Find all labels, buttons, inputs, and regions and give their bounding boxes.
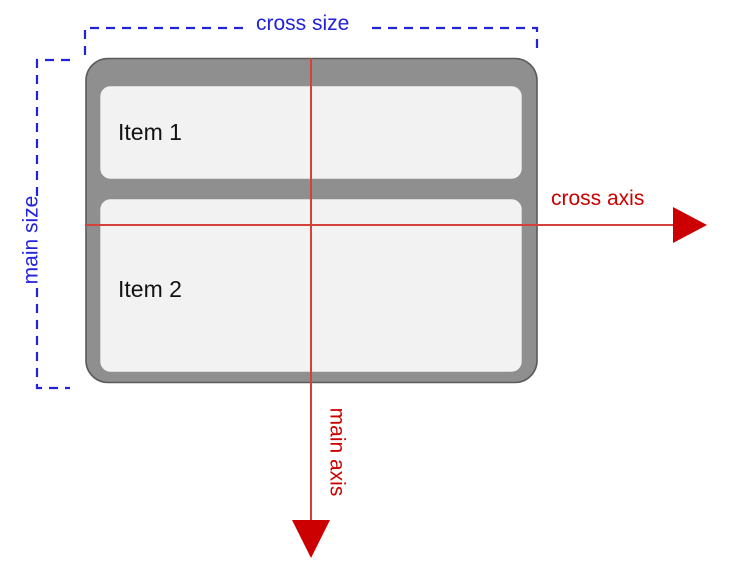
cross-size-bracket	[83, 26, 539, 55]
main-axis-label: main axis	[325, 407, 349, 497]
cross-size-label: cross size	[256, 12, 350, 35]
main-size-bracket	[35, 58, 70, 390]
flex-item-2-label: Item 2	[118, 276, 182, 302]
main-axis-arrow	[292, 58, 330, 558]
cross-axis-arrow	[85, 207, 707, 243]
main-size-label: main size	[19, 195, 43, 285]
flex-item-1-label: Item 1	[118, 119, 182, 145]
cross-axis-label: cross axis	[551, 187, 645, 210]
